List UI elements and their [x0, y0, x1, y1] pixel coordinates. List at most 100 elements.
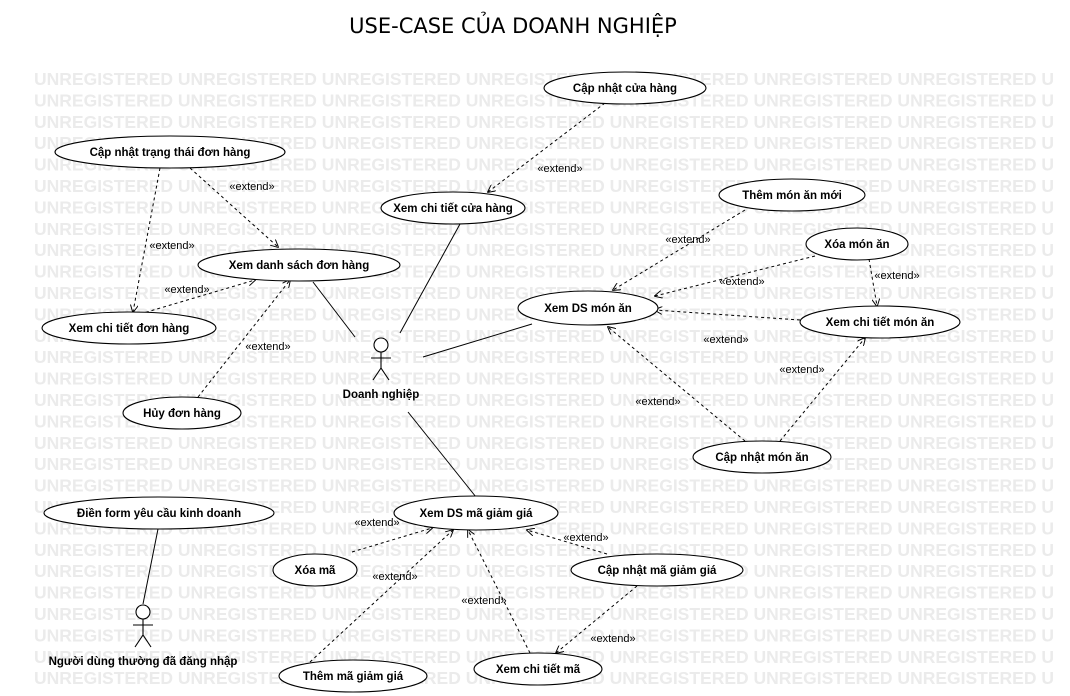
- use-case-label: Xóa mã: [295, 565, 337, 577]
- use-case-label: Xem danh sách đơn hàng: [229, 260, 369, 272]
- watermark-row: UNREGISTERED UNREGISTERED UNREGISTERED U…: [34, 561, 1054, 581]
- extend-label: «extend»: [164, 284, 209, 296]
- extend-arrow: [189, 167, 278, 247]
- use-case-ellipse: [570, 553, 744, 587]
- watermark-row: UNREGISTERED UNREGISTERED UNREGISTERED U…: [34, 604, 1054, 624]
- watermark-row: UNREGISTERED UNREGISTERED UNREGISTERED U…: [34, 112, 1054, 132]
- extend-arrow: [779, 338, 865, 442]
- extend-arrow: [613, 209, 746, 290]
- use-case-ellipse: [517, 290, 659, 326]
- use-case-label: Xem chi tiết món ăn: [826, 317, 935, 329]
- extend-arrow: [655, 310, 801, 321]
- use-case-label: Cập nhật mã giảm giá: [598, 565, 717, 577]
- extend-label: «extend»: [590, 633, 635, 645]
- watermark-row: UNREGISTERED UNREGISTERED UNREGISTERED U…: [34, 90, 1054, 110]
- extend-label: «extend»: [461, 595, 506, 607]
- use-case-label: Cập nhật cửa hàng: [573, 83, 677, 95]
- use-case-ellipse: [473, 652, 603, 686]
- use-case-ellipse: [43, 496, 275, 530]
- extend-label: «extend»: [563, 532, 608, 544]
- watermark-row: UNREGISTERED UNREGISTERED UNREGISTERED U…: [34, 369, 1054, 389]
- use-case-cap-nhat-mon-an: Cập nhật món ăn: [692, 440, 832, 474]
- use-case-ellipse: [692, 440, 832, 474]
- watermark-row: UNREGISTERED UNREGISTERED UNREGISTERED U…: [34, 625, 1054, 645]
- extend-label: «extend»: [229, 181, 274, 193]
- watermark-row: UNREGISTERED UNREGISTERED UNREGISTERED U…: [34, 411, 1054, 431]
- extend-label: «extend»: [149, 240, 194, 252]
- extend-label: «extend»: [635, 396, 680, 408]
- extend-arrow: [351, 528, 432, 553]
- watermark-row: UNREGISTERED UNREGISTERED UNREGISTERED U…: [34, 176, 1054, 196]
- actor-head: [373, 337, 389, 353]
- use-case-label: Xem chi tiết mã: [496, 664, 581, 676]
- use-case-ellipse: [380, 191, 526, 225]
- use-case-label: Thêm mã giảm giá: [303, 671, 404, 683]
- watermark-row: UNREGISTERED UNREGISTERED UNREGISTERED U…: [34, 347, 1054, 367]
- use-case-xem-chi-tiet-ma: Xem chi tiết mã: [473, 652, 603, 686]
- watermark-row: UNREGISTERED UNREGISTERED UNREGISTERED U…: [34, 69, 1054, 89]
- use-case-ellipse: [805, 227, 909, 261]
- use-case-ellipse: [54, 135, 286, 169]
- watermark-row: UNREGISTERED UNREGISTERED UNREGISTERED U…: [34, 219, 1054, 239]
- association-line: [312, 281, 356, 338]
- use-case-xem-ds-ma-giam-gia: Xem DS mã giảm giá: [393, 495, 559, 531]
- use-case-ellipse: [393, 495, 559, 531]
- extend-label: «extend»: [665, 234, 710, 246]
- extend-label: «extend»: [245, 341, 290, 353]
- watermark-row: UNREGISTERED UNREGISTERED UNREGISTERED U…: [34, 583, 1054, 603]
- use-case-label: Xem DS món ăn: [544, 303, 632, 315]
- actor-nguoi-dung: Người dùng thường đã đăng nhập: [49, 604, 237, 668]
- use-case-ellipse: [718, 178, 866, 212]
- watermark-row: UNREGISTERED UNREGISTERED UNREGISTERED U…: [34, 390, 1054, 410]
- extend-arrow: [309, 530, 453, 663]
- use-case-xoa-ma: Xóa mã: [272, 553, 358, 587]
- watermark-row: UNREGISTERED UNREGISTERED UNREGISTERED U…: [34, 133, 1054, 153]
- association-line: [422, 323, 533, 358]
- use-case-cap-nhat-trang-thai: Cập nhật trạng thái đơn hàng: [54, 135, 286, 169]
- use-case-huy-don-hang: Hủy đơn hàng: [122, 396, 242, 430]
- actor-label: Doanh nghiệp: [343, 389, 420, 401]
- use-case-ellipse: [799, 305, 961, 339]
- watermark-row: UNREGISTERED UNREGISTERED UNREGISTERED U…: [34, 155, 1054, 175]
- use-case-them-ma-giam-gia: Thêm mã giảm giá: [278, 659, 428, 693]
- watermark-row: UNREGISTERED UNREGISTERED UNREGISTERED U…: [34, 454, 1054, 474]
- watermark-row: UNREGISTERED UNREGISTERED UNREGISTERED U…: [34, 476, 1054, 496]
- use-case-xem-danh-sach-don-hang: Xem danh sách đơn hàng: [197, 248, 401, 282]
- association-line: [407, 411, 477, 498]
- extend-arrow: [468, 530, 531, 654]
- extend-arrow: [197, 280, 290, 398]
- extend-relations: «extend» «extend» «extend» «extend» «extend»…: [133, 102, 920, 663]
- watermark-row: UNREGISTERED UNREGISTERED UNREGISTERED U…: [34, 433, 1054, 453]
- actor-left-leg: [134, 634, 144, 648]
- extend-arrow: [488, 102, 606, 192]
- use-case-label: Hủy đơn hàng: [143, 408, 221, 420]
- diagram-title: USE-CASE CỦA DOANH NGHIỆP: [349, 14, 677, 38]
- use-case-them-mon-an-moi: Thêm món ăn mới: [718, 178, 866, 212]
- extend-arrow: [139, 280, 255, 315]
- use-case-label: Cập nhật trạng thái đơn hàng: [90, 147, 251, 159]
- extend-label: «extend»: [537, 163, 582, 175]
- actor-left-leg: [372, 367, 382, 381]
- use-case-label: Thêm món ăn mới: [742, 190, 842, 202]
- use-case-xem-chi-tiet-cua-hang: Xem chi tiết cửa hàng: [380, 191, 526, 225]
- use-case-ellipse: [122, 396, 242, 430]
- extend-label: «extend»: [703, 334, 748, 346]
- watermark-row: UNREGISTERED UNREGISTERED UNREGISTERED U…: [34, 518, 1054, 538]
- use-case-label: Xem DS mã giảm giá: [419, 508, 533, 520]
- use-case-ellipse: [272, 553, 358, 587]
- use-case-xem-chi-tiet-don-hang: Xem chi tiết đơn hàng: [41, 311, 217, 345]
- use-case-cap-nhat-cua-hang: Cập nhật cửa hàng: [543, 71, 707, 105]
- extend-label: «extend»: [779, 364, 824, 376]
- use-case-xem-chi-tiet-mon-an: Xem chi tiết món ăn: [799, 305, 961, 339]
- use-case-cap-nhat-ma-giam-gia: Cập nhật mã giảm giá: [570, 553, 744, 587]
- use-case-dien-form: Điền form yêu cầu kinh doanh: [43, 496, 275, 530]
- association-line: [399, 223, 461, 334]
- use-case-label: Xem chi tiết cửa hàng: [393, 203, 513, 215]
- extend-arrow: [868, 258, 877, 306]
- use-case-ellipse: [197, 248, 401, 282]
- association-line: [142, 528, 159, 605]
- watermark-row: UNREGISTERED UNREGISTERED UNREGISTERED U…: [34, 326, 1054, 346]
- use-case-label: Điền form yêu cầu kinh doanh: [77, 508, 241, 520]
